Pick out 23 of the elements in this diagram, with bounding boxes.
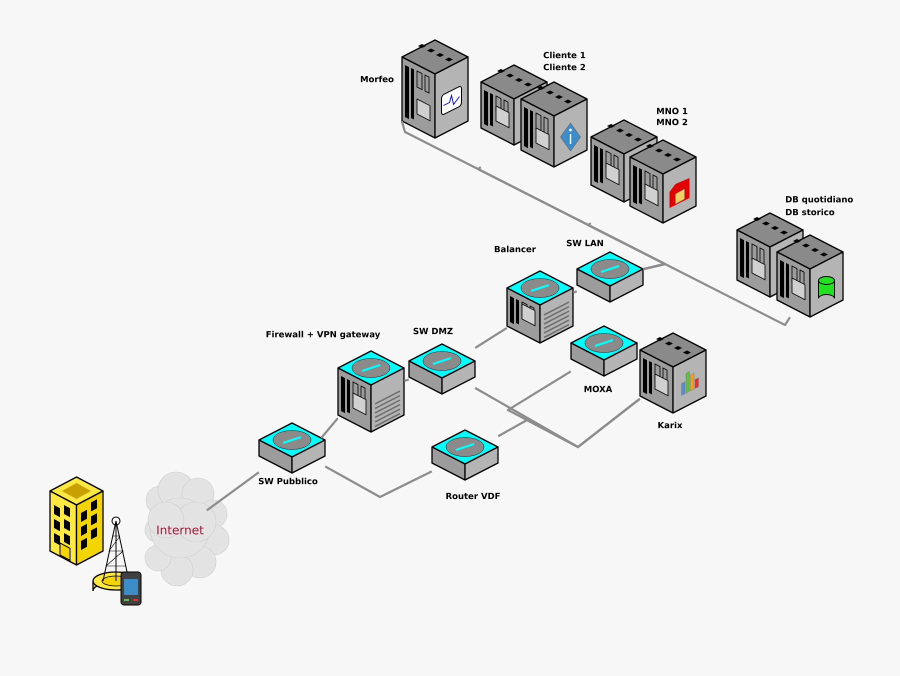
connector-line — [404, 378, 410, 382]
device-label: Cliente 2 — [544, 64, 586, 70]
device-label: MNO 1 — [657, 108, 688, 114]
device-label: MNO 2 — [657, 118, 688, 126]
device-label: DB storico — [786, 208, 834, 216]
device-label: Cliente 1 — [544, 52, 586, 58]
connector-line — [320, 417, 339, 439]
device-label: Karix — [658, 422, 682, 428]
device-label: DB quotidiano — [786, 196, 853, 204]
device-label: Router VDF — [446, 492, 500, 500]
device-label: Morfeo — [360, 76, 394, 82]
connector-line — [642, 262, 791, 326]
cloud-label: Internet — [157, 526, 204, 534]
connector-line — [206, 471, 260, 512]
device-label: Balancer — [494, 246, 536, 252]
connector-line — [498, 398, 640, 448]
connector-line — [474, 327, 508, 349]
device-label: SW DMZ — [414, 328, 453, 334]
device-label: SW Pubblico — [258, 478, 318, 484]
device-label: MOXA — [584, 386, 612, 392]
device-label: Firewall + VPN gateway — [266, 330, 380, 340]
connector-line — [324, 466, 432, 498]
device-label: SW LAN — [566, 240, 603, 246]
